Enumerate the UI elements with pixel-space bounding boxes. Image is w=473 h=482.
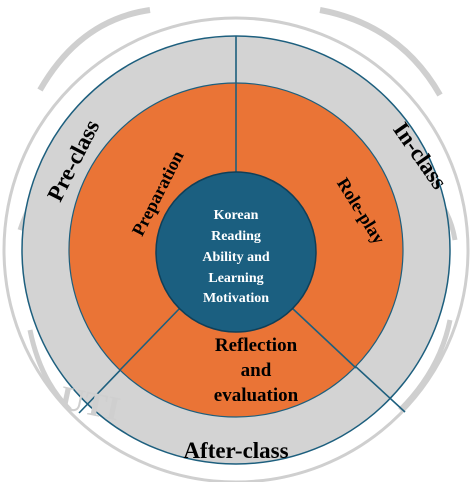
reflection-line: and	[241, 360, 272, 381]
center-line: Ability and	[202, 250, 270, 265]
stage-outer-label-after-class: After-class	[183, 438, 288, 463]
divider-line	[119, 307, 181, 371]
center-circle	[155, 171, 317, 333]
center-line: Korean	[214, 208, 259, 223]
center-line: Motivation	[203, 291, 269, 306]
stage-inner-label-reflection: Reflection and evaluation	[214, 335, 299, 406]
center-line: Reading	[211, 229, 261, 244]
reflection-line: Reflection	[215, 335, 298, 356]
center-label: Korean Reading Ability and Learning Moti…	[202, 208, 270, 306]
reflection-line: evaluation	[214, 385, 299, 406]
divider-line	[291, 307, 357, 369]
center-line: Learning	[208, 271, 263, 286]
